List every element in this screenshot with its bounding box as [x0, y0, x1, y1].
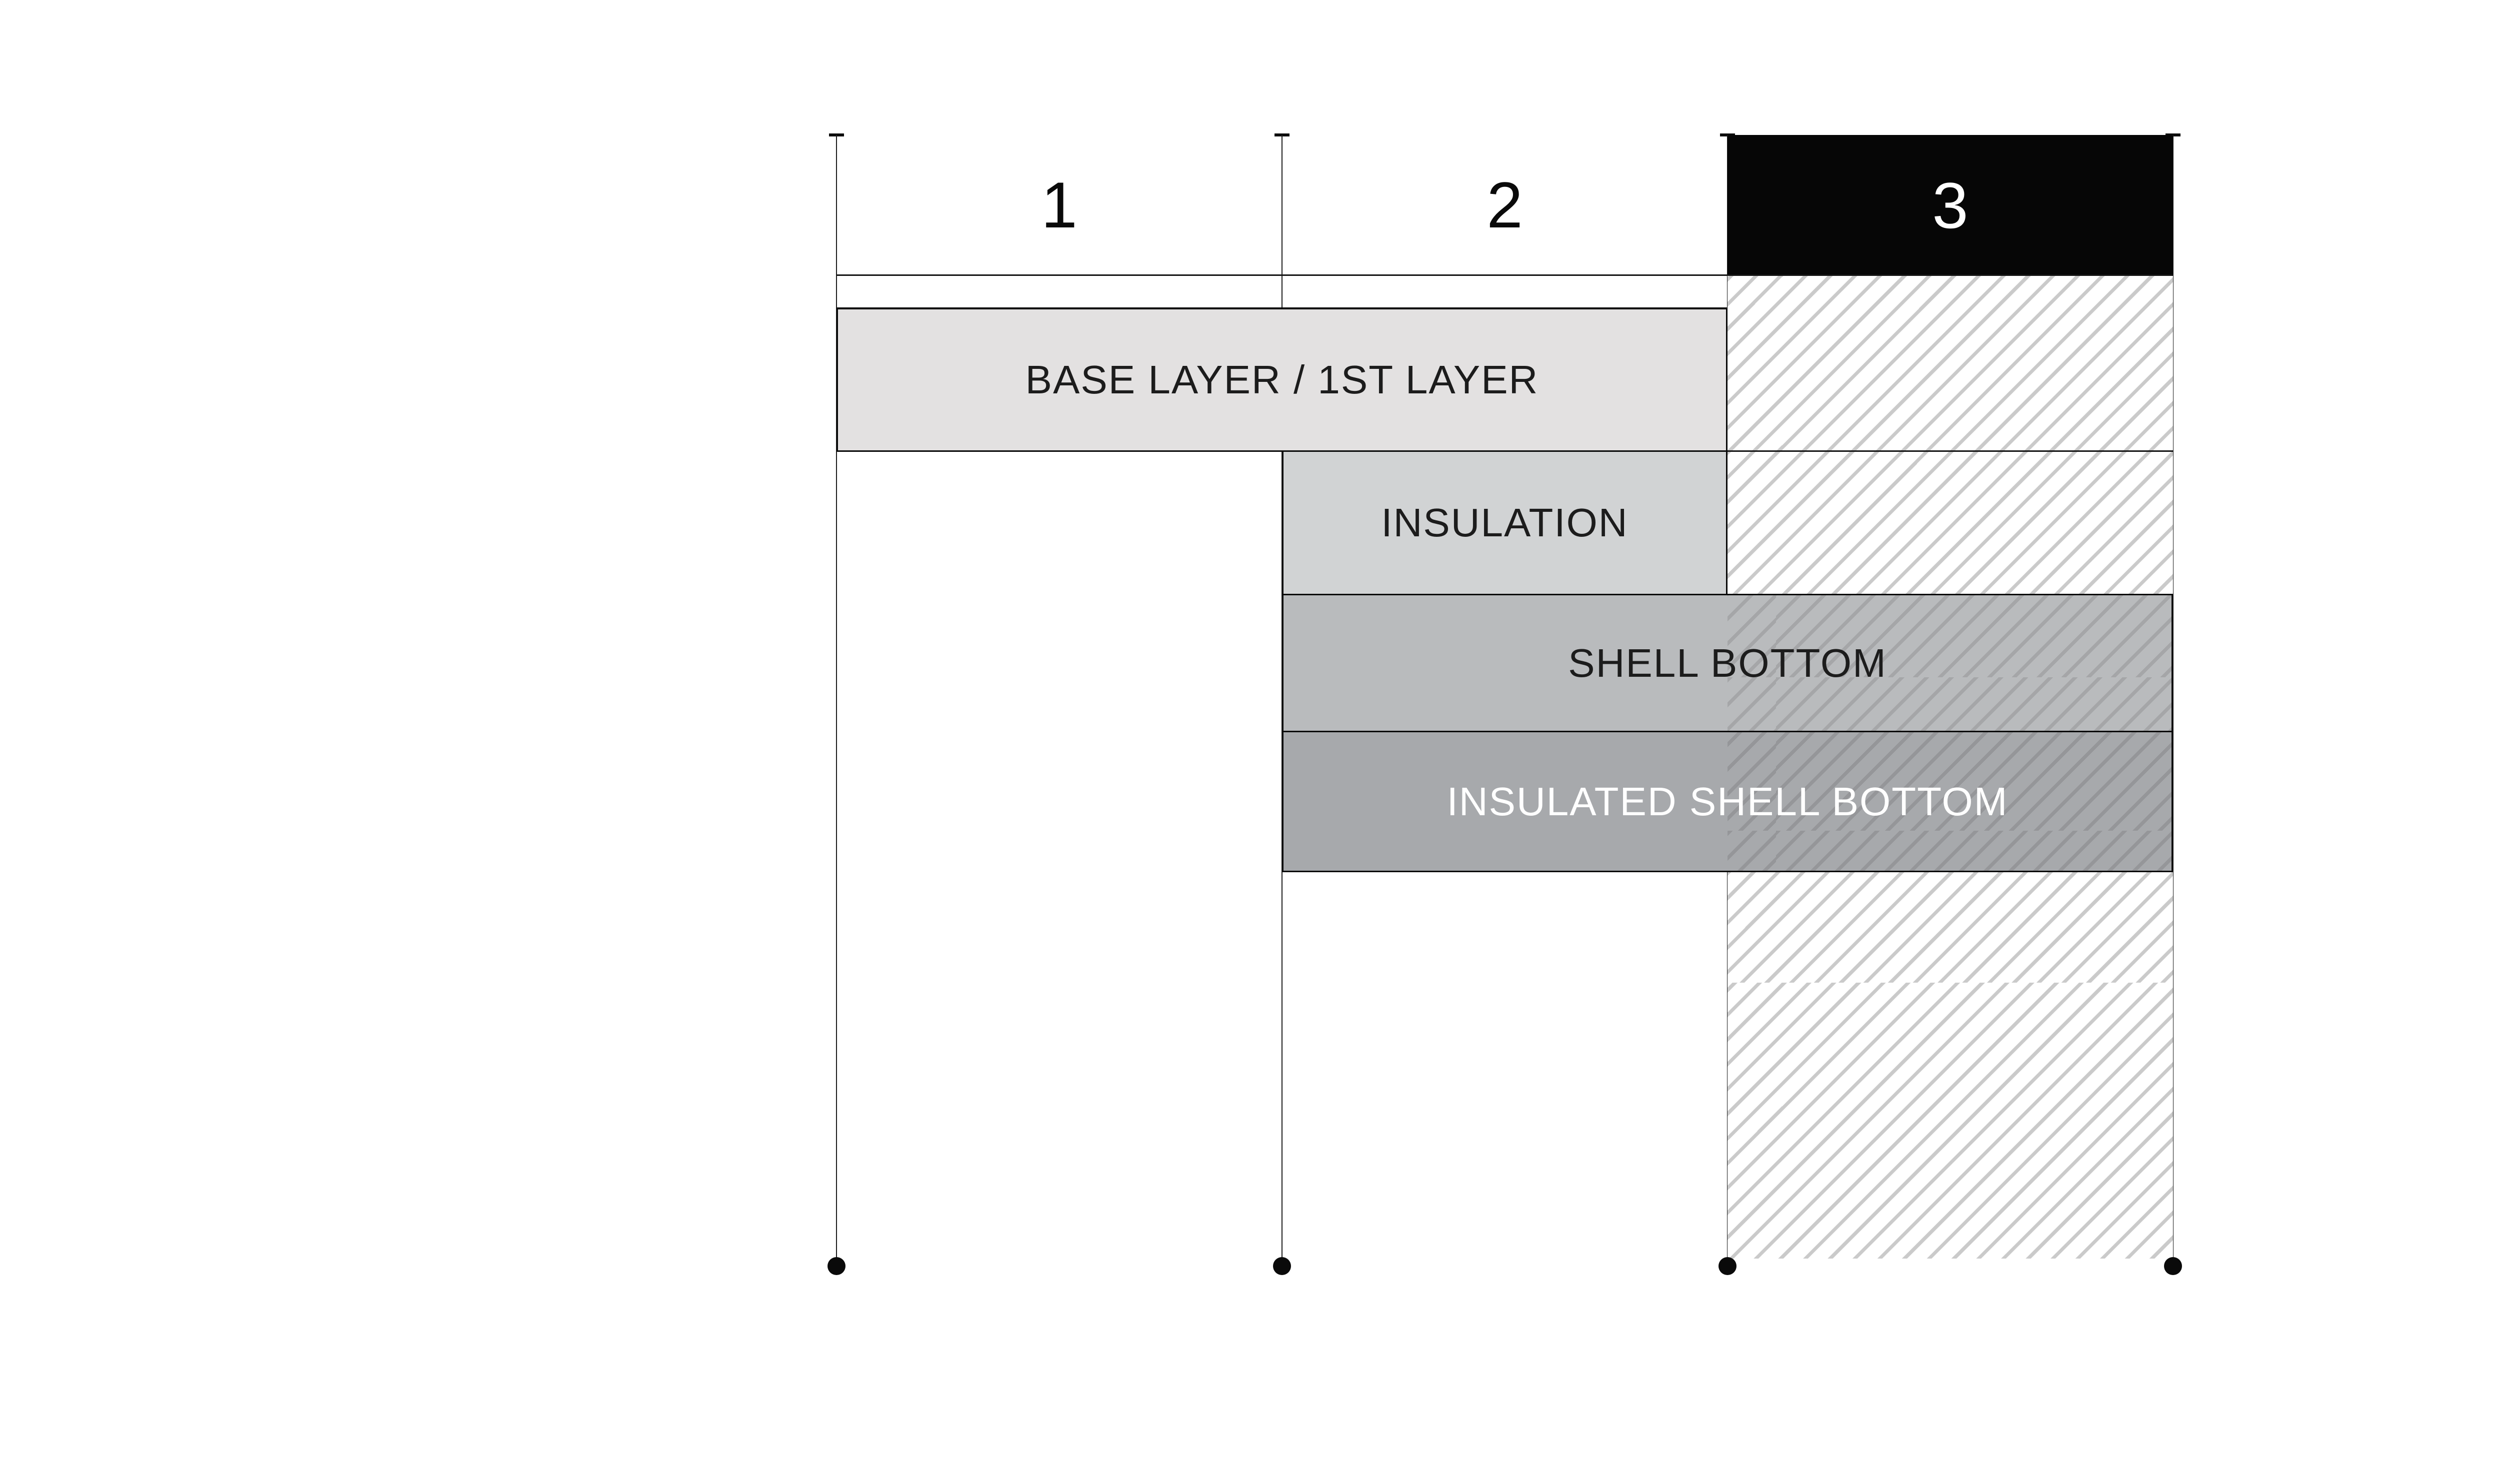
- column-2-number-text: 2: [1486, 168, 1523, 241]
- hatch-divider-line: [1728, 450, 2173, 452]
- column-boundary-line-4: [2172, 135, 2174, 1266]
- column-boundary-line-1: [836, 135, 837, 1266]
- column-3-header-box: 3: [1728, 135, 2173, 276]
- column-3-number-text: 3: [1932, 169, 1968, 242]
- column-2-number: 2: [1282, 135, 1728, 275]
- bar-insulation-label: INSULATION: [1381, 500, 1628, 545]
- terminal-dot-3: [1718, 1257, 1736, 1275]
- bar-shell-bottom-label: SHELL BOTTOM: [1568, 640, 1887, 685]
- terminal-dot-4: [2164, 1257, 2182, 1275]
- hatch-overlay-shell-bottom: [1728, 595, 2172, 731]
- bar-base-layer-label: BASE LAYER / 1ST LAYER: [1025, 357, 1539, 402]
- bar-base-layer: BASE LAYER / 1ST LAYER: [836, 307, 1728, 452]
- terminal-dot-1: [828, 1257, 846, 1275]
- bar-insulated-shell-bottom-label: INSULATED SHELL BOTTOM: [1446, 779, 2008, 824]
- bar-insulated-shell-bottom: INSULATED SHELL BOTTOM: [1282, 731, 2173, 872]
- terminal-dot-2: [1273, 1257, 1291, 1275]
- bar-insulation: INSULATION: [1282, 450, 1728, 595]
- column-1-number-text: 1: [1041, 168, 1078, 241]
- hatch-overlay-insulated-shell-bottom: [1728, 732, 2172, 871]
- header-underline: [836, 274, 2173, 276]
- column-1-number: 1: [836, 135, 1282, 275]
